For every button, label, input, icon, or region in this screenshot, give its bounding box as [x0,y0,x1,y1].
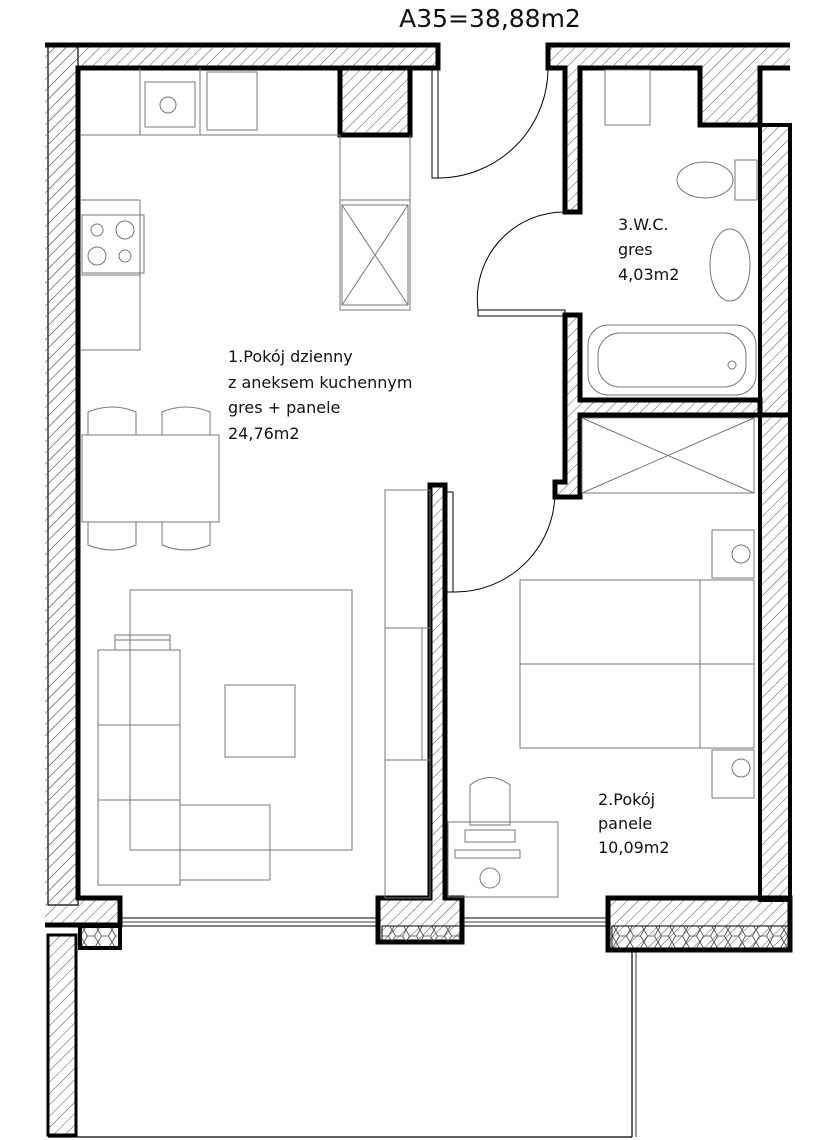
room-label-living: 1.Pokój dzienny z aneksem kuchennym gres… [228,347,412,443]
svg-text:10,09m2: 10,09m2 [598,838,670,857]
room-label-bedroom: 2.Pokój panele 10,09m2 [598,790,670,857]
bathtub-icon [587,324,757,396]
room-label-wc: 3.W.C. gres 4,03m2 [618,215,679,284]
desk [447,821,559,898]
kitchen [80,68,411,351]
rug [129,589,353,851]
bathroom-fixtures [587,69,758,396]
svg-text:4,03m2: 4,03m2 [618,265,679,284]
svg-text:gres + panele: gres + panele [228,398,340,417]
sink-icon [144,81,196,128]
apartment-title: A35=38,88m2 [399,4,581,33]
svg-text:24,76m2: 24,76m2 [228,424,300,443]
svg-text:gres: gres [618,240,653,259]
washbasin-icon [709,228,751,302]
toilet-icon [676,161,734,199]
fridge-icon [206,71,258,131]
living-area [97,489,431,899]
doors [431,67,566,593]
wardrobe [581,417,755,494]
svg-text:3.W.C.: 3.W.C. [618,215,669,234]
svg-text:2.Pokój: 2.Pokój [598,790,655,809]
svg-text:z aneksem kuchennym: z aneksem kuchennym [228,373,412,392]
balcony [46,933,637,1138]
bedroom-furniture [447,417,755,898]
walls [45,42,793,953]
svg-text:1.Pokój dzienny: 1.Pokój dzienny [228,347,353,366]
stove-icon [81,214,145,274]
coffee-table [224,684,296,758]
dining-set [81,406,220,551]
tv-cabinet [384,489,431,899]
svg-text:panele: panele [598,814,652,833]
windows [121,917,609,927]
